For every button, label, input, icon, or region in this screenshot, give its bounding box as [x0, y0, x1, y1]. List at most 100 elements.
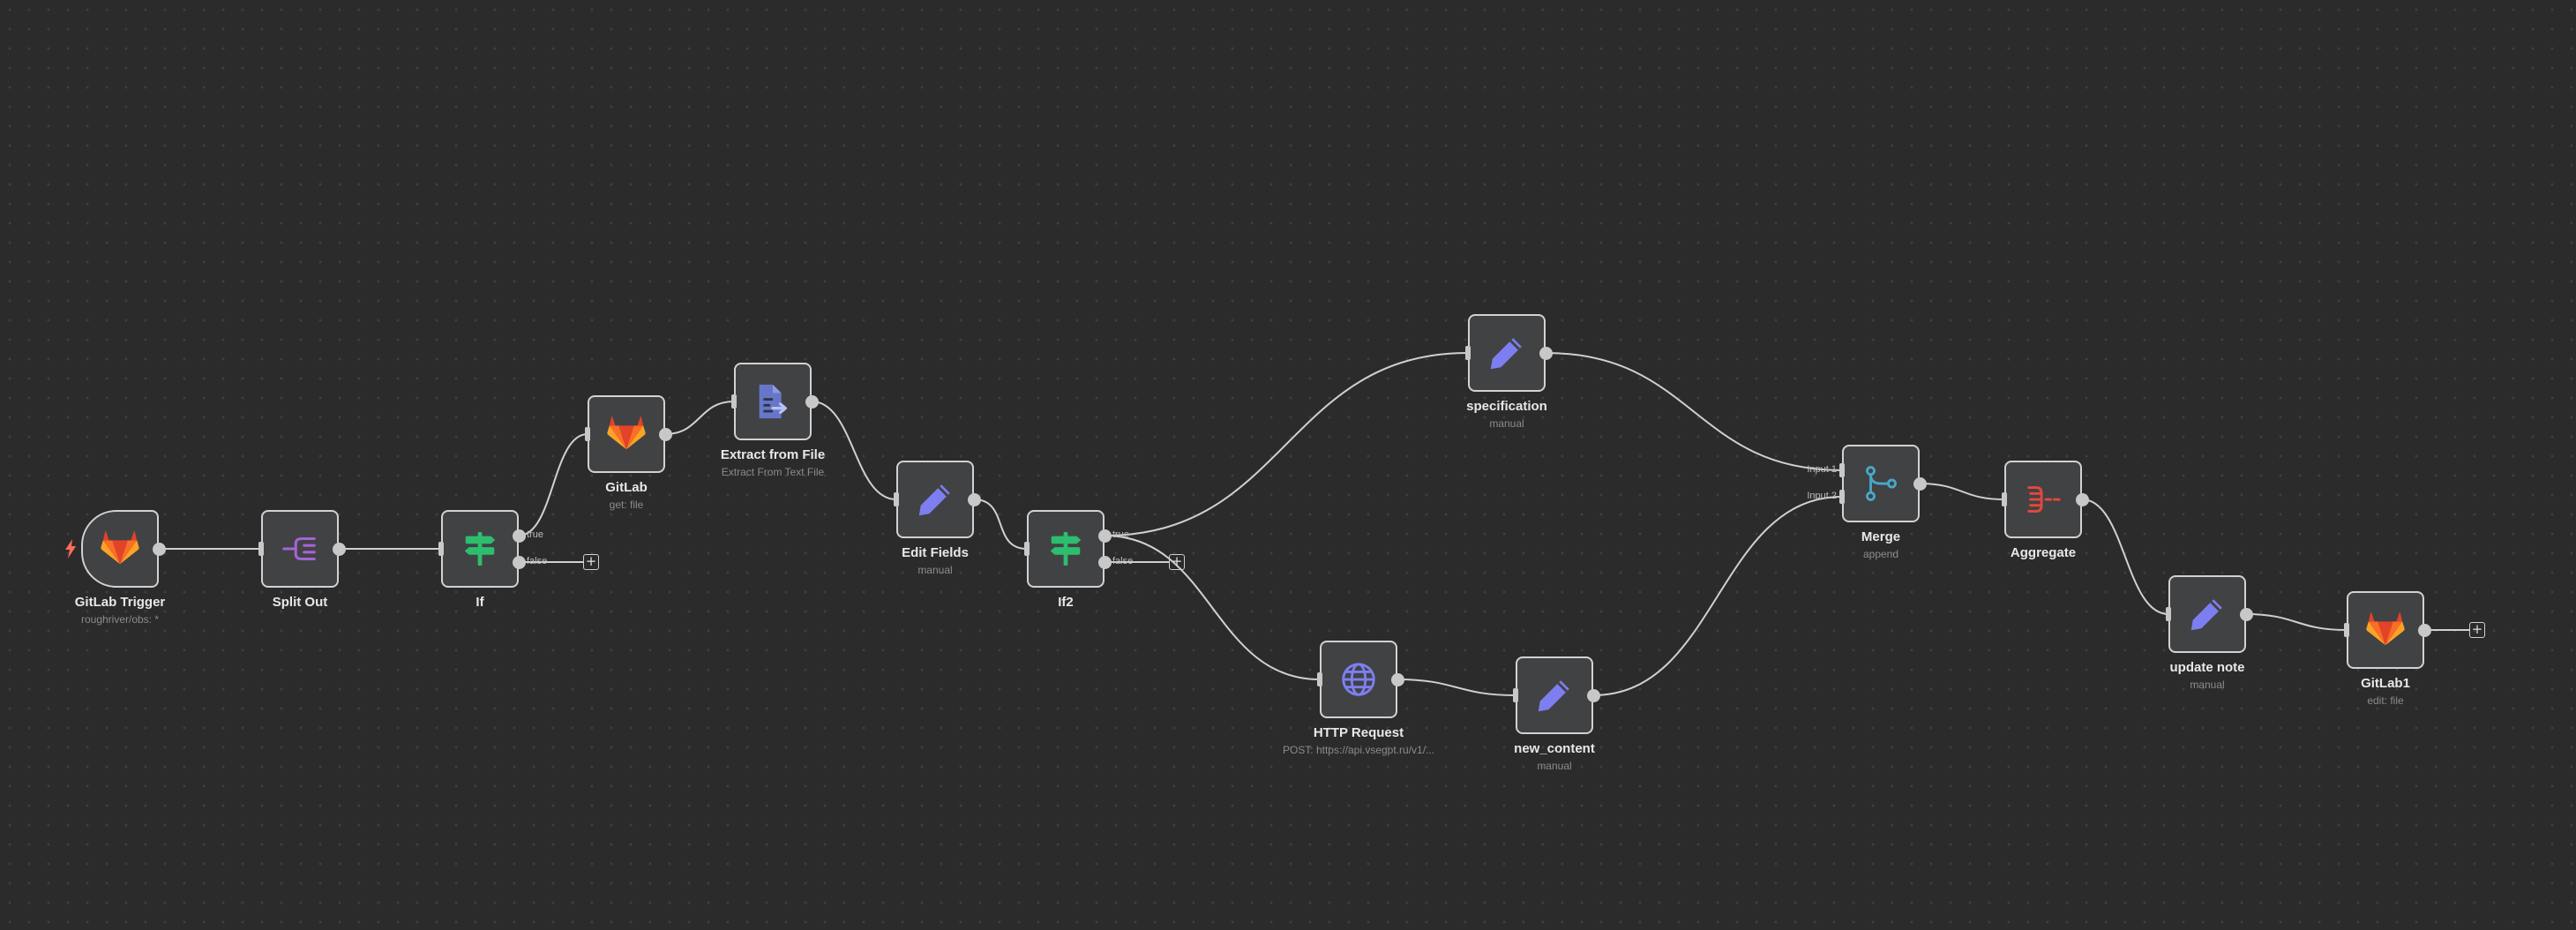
- split-out-output-handle[interactable]: [333, 543, 346, 556]
- if-input-handle[interactable]: [438, 542, 444, 556]
- gitlab-input-handle[interactable]: [585, 427, 590, 441]
- edit-fields-input-handle[interactable]: [894, 492, 899, 506]
- node-subtitle-merge: append: [1862, 548, 1899, 560]
- if2-input-handle[interactable]: [1024, 542, 1030, 556]
- http-request-input-handle[interactable]: [1317, 672, 1322, 686]
- aggregate-input-handle[interactable]: [2002, 492, 2007, 506]
- merge-input-2-handle[interactable]: [1839, 490, 1845, 504]
- connection-extract-editfields[interactable]: [811, 401, 897, 500]
- node-title-merge: Merge: [1861, 529, 1901, 544]
- connection-updatenote-gitlab1[interactable]: [2245, 613, 2348, 631]
- node-title-update-note: update note: [2169, 660, 2245, 675]
- node-subtitle-specification: manual: [1489, 417, 1524, 430]
- if2-false-output-handle[interactable]: [1098, 556, 1112, 569]
- node-title-split-out: Split Out: [272, 595, 328, 610]
- node-subtitle-gitlab-trigger: roughriver/obs: *: [80, 613, 160, 626]
- globe-icon: [1342, 663, 1375, 696]
- merge-icon: [1866, 466, 1897, 501]
- trigger-bolt-icon: [64, 539, 77, 559]
- extract-from-file-input-handle[interactable]: [731, 394, 737, 409]
- pencil-icon: [2190, 596, 2225, 631]
- node-title-http-request: HTTP Request: [1313, 725, 1404, 740]
- if2-false-label: false: [1112, 556, 1134, 566]
- pencil-icon: [1538, 678, 1572, 712]
- if-true-output-handle[interactable]: [513, 529, 526, 543]
- node-gitlab1[interactable]: [2347, 591, 2424, 669]
- connection-if2-true-http[interactable]: [1104, 535, 1321, 680]
- connection-editfields-if2[interactable]: [973, 499, 1028, 550]
- aggregate-output-handle[interactable]: [2076, 493, 2089, 506]
- node-if[interactable]: [441, 510, 519, 588]
- node-new-content[interactable]: [1516, 656, 1593, 734]
- connection-aggregate-updatenote[interactable]: [2081, 499, 2169, 615]
- if-false-label: false: [527, 556, 548, 566]
- node-split-out[interactable]: [261, 510, 339, 588]
- node-subtitle-edit-fields: manual: [917, 564, 953, 576]
- new-content-output-handle[interactable]: [1587, 689, 1600, 702]
- node-gitlab[interactable]: [588, 395, 665, 473]
- add-node-if2-false-button[interactable]: +: [1169, 554, 1185, 570]
- gitlab-trigger-output-handle[interactable]: [153, 543, 166, 556]
- add-node-gitlab1-button[interactable]: +: [2469, 622, 2485, 638]
- update-note-input-handle[interactable]: [2166, 607, 2171, 621]
- node-merge[interactable]: [1842, 445, 1920, 522]
- merge-input-1-label: Input 1: [1807, 464, 1837, 475]
- node-subtitle-extract-from-file: Extract From Text File: [721, 466, 825, 478]
- merge-input-1-handle[interactable]: [1839, 463, 1845, 477]
- extract-from-file-output-handle[interactable]: [805, 395, 819, 409]
- node-title-gitlab: GitLab: [605, 480, 648, 495]
- node-update-note[interactable]: [2168, 575, 2246, 653]
- node-specification[interactable]: [1468, 314, 1546, 392]
- pencil-icon: [1490, 335, 1524, 370]
- http-request-output-handle[interactable]: [1391, 673, 1404, 686]
- if-true-label: true: [527, 529, 543, 540]
- specification-input-handle[interactable]: [1465, 346, 1471, 360]
- edit-fields-output-handle[interactable]: [968, 493, 981, 506]
- gitlab1-output-handle[interactable]: [2418, 624, 2431, 637]
- if-signpost-icon: [1050, 531, 1082, 566]
- node-title-new-content: new_content: [1514, 741, 1595, 756]
- connection-http-newcontent[interactable]: [1397, 679, 1516, 696]
- node-title-gitlab-trigger: GitLab Trigger: [74, 595, 166, 610]
- gitlab1-input-handle[interactable]: [2344, 623, 2349, 637]
- connection-if-true-gitlab[interactable]: [518, 433, 588, 536]
- node-if2[interactable]: [1027, 510, 1105, 588]
- gitlab-icon: [2366, 611, 2405, 646]
- node-title-specification: specification: [1466, 399, 1547, 414]
- split-out-input-handle[interactable]: [258, 542, 264, 556]
- connection-gitlab-extract[interactable]: [664, 401, 735, 435]
- gitlab-icon: [607, 416, 646, 450]
- merge-input-2-label: Input 2: [1807, 491, 1837, 501]
- connection-if2-true-specification[interactable]: [1104, 352, 1469, 536]
- node-extract-from-file[interactable]: [734, 363, 812, 440]
- node-title-if: If: [476, 595, 484, 610]
- if2-true-label: true: [1112, 529, 1129, 540]
- aggregate-icon: [2027, 486, 2061, 513]
- node-subtitle-gitlab: get: file: [609, 499, 644, 511]
- node-http-request[interactable]: [1320, 641, 1397, 718]
- update-note-output-handle[interactable]: [2240, 608, 2253, 621]
- node-gitlab-trigger[interactable]: [81, 510, 159, 588]
- specification-output-handle[interactable]: [1539, 347, 1553, 360]
- node-title-aggregate: Aggregate: [2010, 545, 2077, 560]
- connection-specification-merge[interactable]: [1545, 352, 1843, 471]
- gitlab-output-handle[interactable]: [659, 428, 672, 441]
- node-subtitle-gitlab1: edit: file: [2367, 694, 2404, 707]
- node-aggregate[interactable]: [2004, 461, 2082, 538]
- merge-output-handle[interactable]: [1913, 477, 1927, 491]
- add-node-if-false-button[interactable]: +: [583, 554, 599, 570]
- if-false-output-handle[interactable]: [513, 556, 526, 569]
- node-edit-fields[interactable]: [896, 461, 974, 538]
- node-subtitle-http-request: POST: https://api.vsegpt.ru/v1/...: [1282, 744, 1435, 756]
- node-subtitle-update-note: manual: [2190, 679, 2225, 691]
- new-content-input-handle[interactable]: [1513, 688, 1518, 702]
- connection-merge-aggregate[interactable]: [1919, 483, 2005, 500]
- if2-true-output-handle[interactable]: [1098, 529, 1112, 543]
- extract-file-icon: [759, 384, 788, 419]
- node-title-extract-from-file: Extract from File: [720, 447, 826, 462]
- connection-newcontent-merge[interactable]: [1592, 496, 1843, 696]
- node-title-gitlab1: GitLab1: [2361, 676, 2410, 691]
- gitlab-icon: [101, 530, 139, 565]
